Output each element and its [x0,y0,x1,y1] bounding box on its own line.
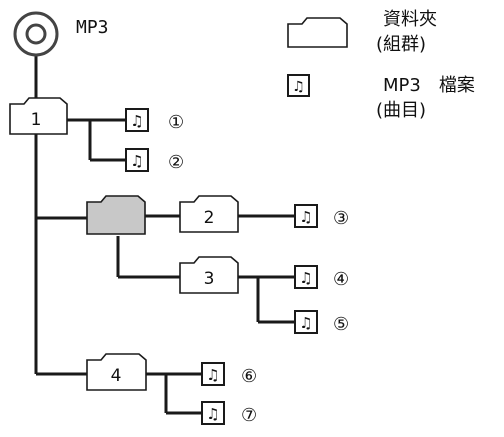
legend: 資料夾 (組群) ♫ MP3 檔案 (曲目) [287,9,475,121]
folder-icon [179,256,239,294]
folder-highlighted [86,195,146,235]
svg-text:♫: ♫ [299,314,312,332]
music-note-icon [201,362,225,386]
track-5: ♫ ⑤ [294,310,349,335]
svg-text:♫: ♫ [299,269,312,287]
track-3: ♫ ③ [294,204,349,229]
disc-icon [13,11,59,57]
legend-file-title: MP3 檔案 [383,75,475,96]
svg-text:♫: ♫ [130,152,143,170]
music-note-icon [287,74,310,97]
track-number: ⑥ [241,366,257,387]
track-4: ♫ ④ [294,265,349,290]
track-1: ♫ ① [125,108,184,133]
track-2: ♫ ② [125,148,184,173]
legend-folder-subtitle: (組群) [376,34,426,55]
legend-file-subtitle: (曲目) [376,100,426,121]
music-note-icon [294,265,318,289]
tree-connectors [34,55,295,415]
svg-text:♫: ♫ [299,208,312,226]
svg-text:♫: ♫ [292,79,305,95]
folder-1: 1 [9,97,68,135]
folder-4: 4 [86,353,147,391]
track-6: ♫ ⑥ [201,362,257,387]
track-number: ③ [333,208,349,229]
legend-folder-title: 資料夾 [383,9,437,30]
folder-icon [179,195,239,233]
track-number: ⑦ [241,405,257,426]
music-note-icon [294,204,318,228]
music-note-icon [125,108,149,132]
svg-text:♫: ♫ [130,112,143,130]
folder-label: 2 [204,208,215,228]
music-note-icon [294,310,318,334]
svg-text:♫: ♫ [206,405,219,423]
folder-icon [86,195,146,235]
folder-icon [9,97,68,135]
folder-icon [86,353,147,391]
folder-label: 1 [31,110,42,130]
music-note-icon [201,401,225,425]
track-number: ④ [333,269,349,290]
folder-3: 3 [179,256,239,294]
disc-label: MP3 [76,17,109,38]
track-number: ② [168,152,184,173]
folder-label: 3 [204,269,215,289]
track-number: ⑤ [333,314,349,335]
track-number: ① [168,112,184,133]
folder-icon [287,17,348,48]
music-note-icon [125,148,149,172]
folder-2: 2 [179,195,239,233]
folder-label: 4 [111,366,122,386]
svg-text:♫: ♫ [206,366,219,384]
track-7: ♫ ⑦ [201,401,257,426]
